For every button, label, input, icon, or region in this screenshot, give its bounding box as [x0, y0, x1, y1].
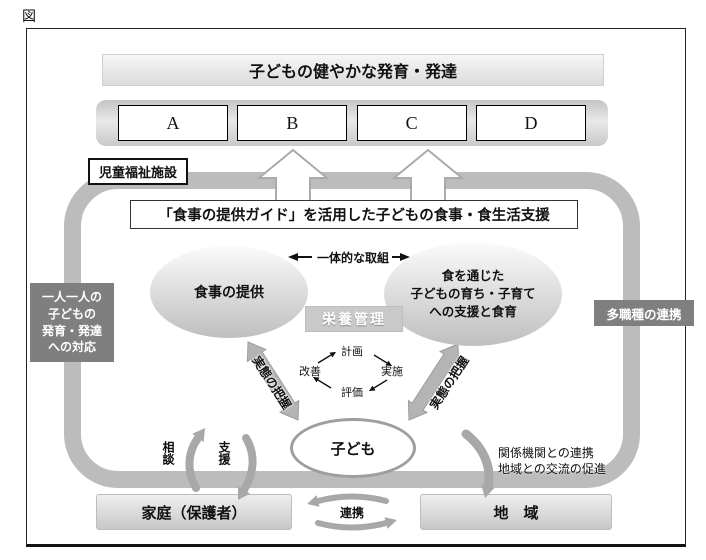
- abcd-bar: A B C D: [96, 100, 608, 146]
- multi-profession-label: 多職種の連携: [594, 300, 694, 326]
- abcd-box-c: C: [356, 105, 467, 141]
- figure-caption-label: 図: [22, 8, 36, 24]
- meal-provision-ellipse: 食事の提供: [150, 246, 308, 338]
- pdca-plan-label: 計画: [341, 346, 363, 358]
- support-label: 支援: [217, 441, 231, 465]
- abcd-box-d: D: [475, 105, 586, 141]
- region-box: 地 域: [420, 494, 612, 530]
- goal-banner: 子どもの健やかな発育・発達: [102, 54, 604, 86]
- abcd-box-b: B: [237, 105, 348, 141]
- pdca-do-label: 実施: [381, 366, 403, 378]
- pdca-check-label: 評価: [341, 387, 363, 399]
- consult-label: 相談: [161, 441, 175, 465]
- child-ellipse: 子ども: [290, 418, 416, 478]
- guide-title: 「食事の提供ガイド」を活用した子どもの食事・食生活支援: [130, 200, 578, 229]
- family-box: 家庭（保護者）: [96, 494, 292, 530]
- cooperation-label: 連携: [339, 506, 364, 520]
- facility-ring: [64, 172, 640, 488]
- abcd-box-a: A: [118, 105, 228, 141]
- region-note: 関係機関との連携 地域との交流の促進: [498, 446, 606, 476]
- nutrition-management-label: 栄養管理: [305, 306, 403, 332]
- individual-response-label: 一人一人の 子どもの 発育・発達 への対応: [30, 283, 114, 363]
- integrated-effort-label: 一体的な取組: [316, 250, 389, 265]
- facility-label: 児童福祉施設: [88, 158, 189, 185]
- food-education-ellipse: 食を通じた 子どもの育ち・子育て への支援と食育: [384, 242, 562, 346]
- pdca-act-label: 改善: [299, 366, 321, 378]
